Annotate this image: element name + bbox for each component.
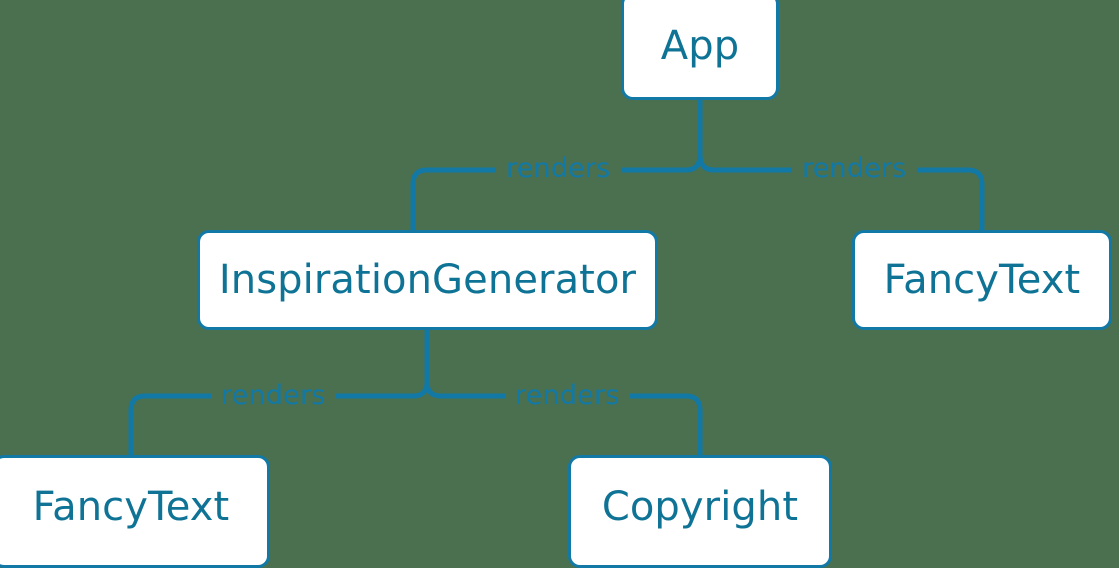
- node-inspiration-generator-label: InspirationGenerator: [218, 257, 637, 303]
- node-fancytext-right-label: FancyText: [883, 257, 1081, 303]
- node-copyright[interactable]: Copyright: [568, 455, 832, 568]
- node-fancytext-bottom-label: FancyText: [32, 483, 230, 530]
- edge-inspiration-to-copyright: [424, 379, 703, 458]
- node-inspiration-generator[interactable]: InspirationGenerator: [197, 230, 658, 330]
- edge-label-inspiration-copyright: renders: [505, 382, 630, 409]
- edge-label-app-fancytext: renders: [792, 155, 917, 182]
- node-fancytext-right[interactable]: FancyText: [852, 230, 1112, 330]
- edge-label-app-inspiration: renders: [496, 155, 621, 182]
- edge-label-inspiration-fancytext: renders: [211, 382, 336, 409]
- node-app[interactable]: App: [621, 0, 779, 100]
- edge-app-to-fancytext-right: [697, 152, 985, 233]
- node-copyright-label: Copyright: [601, 483, 799, 530]
- node-fancytext-bottom[interactable]: FancyText: [0, 455, 270, 568]
- node-app-label: App: [660, 23, 740, 69]
